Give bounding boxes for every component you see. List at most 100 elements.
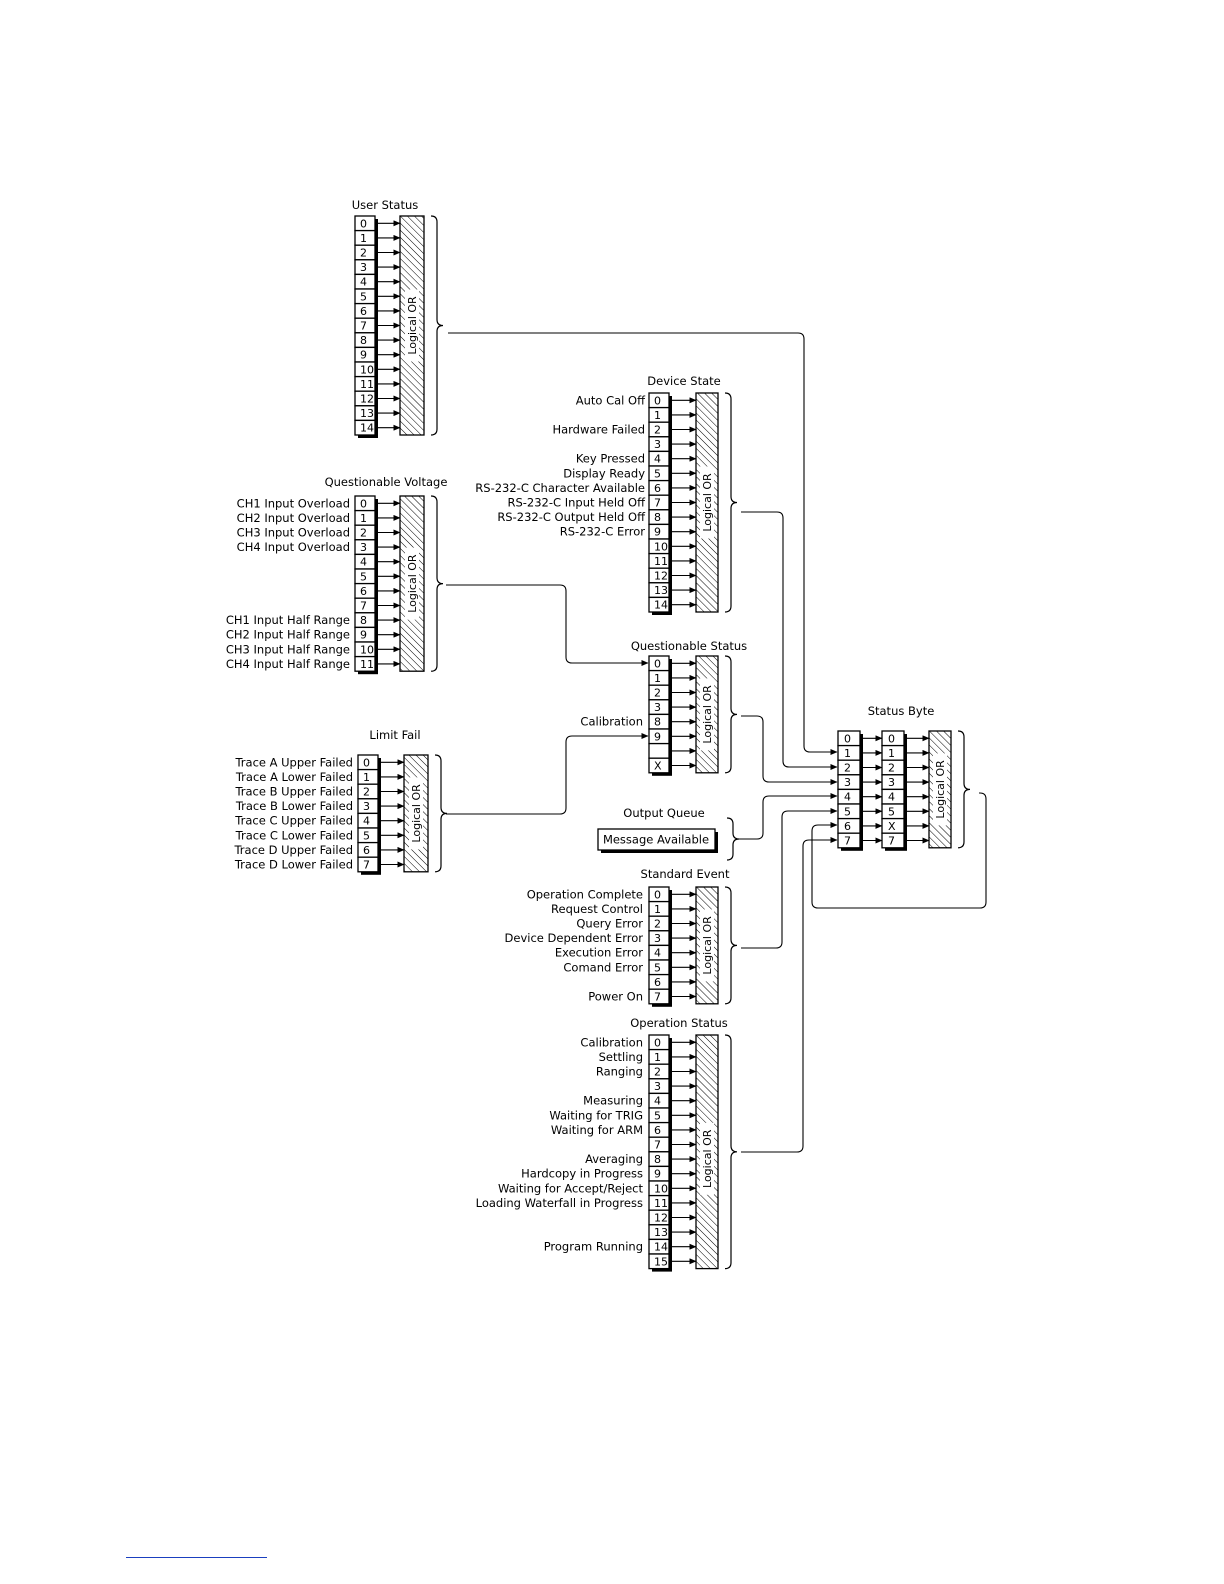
status-byte-bit: 5 <box>844 805 851 818</box>
bit-number: 5 <box>654 467 661 480</box>
bit-cell <box>648 757 670 774</box>
summary-brace <box>430 495 444 672</box>
bit-number: 13 <box>360 407 374 420</box>
status-byte-enable-bit: X <box>888 820 896 833</box>
bit-number: 7 <box>654 497 661 510</box>
bit-number: 3 <box>360 541 367 554</box>
bit-number: 9 <box>360 629 367 642</box>
bit-number: 4 <box>360 556 367 569</box>
bit-number: 1 <box>360 512 367 525</box>
bit-number: 6 <box>654 482 661 495</box>
bit-cell <box>357 856 379 873</box>
bit-label: RS-232-C Input Held Off <box>507 496 646 510</box>
bit-cell <box>354 655 376 672</box>
bit-label: Calibration <box>580 1035 643 1049</box>
message-available-label: Message Available <box>603 833 709 847</box>
bit-number: 5 <box>360 290 367 303</box>
logical-or-label: Logical OR <box>701 1129 714 1188</box>
bit-label: Hardware Failed <box>552 423 645 437</box>
bit-label: CH3 Input Half Range <box>226 642 350 656</box>
bit-number: 4 <box>654 1095 661 1108</box>
bit-label: RS-232-C Output Held Off <box>497 510 646 524</box>
bit-label: Waiting for TRIG <box>549 1108 643 1122</box>
bit-number: 1 <box>363 771 370 784</box>
bit-number: 8 <box>360 334 367 347</box>
bit-number: 0 <box>654 394 661 407</box>
bit-label: Power On <box>588 990 643 1004</box>
bit-number: 1 <box>654 409 661 422</box>
logical-or-label: Logical OR <box>701 473 714 532</box>
bit-number: 7 <box>654 991 661 1004</box>
bit-number: 3 <box>654 701 661 714</box>
bit-label: Measuring <box>583 1094 643 1108</box>
footer-rule <box>126 1557 267 1558</box>
bit-number: 10 <box>360 643 374 656</box>
bit-number: 11 <box>654 1197 668 1210</box>
bit-label: Display Ready <box>563 466 645 480</box>
bit-number: 4 <box>363 815 370 828</box>
bit-label: Waiting for Accept/Reject <box>498 1181 644 1195</box>
status-byte-bit: 7 <box>844 835 851 848</box>
bit-number: 8 <box>654 511 661 524</box>
status-byte-bit: 3 <box>844 776 851 789</box>
bit-label: Loading Waterfall in Progress <box>476 1196 643 1210</box>
operation-status-title: Operation Status <box>630 1016 728 1030</box>
bit-label: CH2 Input Overload <box>237 511 350 525</box>
bit-number: 4 <box>360 276 367 289</box>
bit-number: 9 <box>360 349 367 362</box>
bit-cell <box>648 1253 670 1270</box>
user-status-title: User Status <box>352 198 419 212</box>
logical-or-label: Logical OR <box>701 916 714 975</box>
status-byte-title: Status Byte <box>868 704 935 718</box>
bit-number: 3 <box>654 1080 661 1093</box>
logical-or-label: Logical OR <box>934 760 947 819</box>
bit-number: 2 <box>654 424 661 437</box>
bit-number: 8 <box>360 614 367 627</box>
bit-label: CH4 Input Half Range <box>226 657 350 671</box>
bit-label: Trace D Upper Failed <box>233 843 353 857</box>
bit-number: 6 <box>360 305 367 318</box>
bit-label: Program Running <box>544 1240 643 1254</box>
bit-label: Trace A Upper Failed <box>234 755 353 769</box>
bit-number: 12 <box>360 393 374 406</box>
questionable-voltage-title: Questionable Voltage <box>325 475 448 489</box>
bit-label: Hardcopy in Progress <box>521 1167 643 1181</box>
bit-number: 9 <box>654 1168 661 1181</box>
summary-brace <box>430 215 444 436</box>
output-queue: Message Available <box>597 817 740 861</box>
logical-or-label: Logical OR <box>406 554 419 613</box>
status-byte-cell <box>837 832 861 849</box>
bit-number: 10 <box>654 540 668 553</box>
bit-number: 2 <box>654 918 661 931</box>
bit-number: 1 <box>654 1051 661 1064</box>
bit-label: Trace D Lower Failed <box>234 858 353 872</box>
bit-label: Ranging <box>596 1065 643 1079</box>
bit-label: Trace A Lower Failed <box>235 770 353 784</box>
logical-or-label: Logical OR <box>701 685 714 744</box>
bit-number: 7 <box>363 859 370 872</box>
bit-number: 0 <box>360 497 367 510</box>
bit-label: Averaging <box>585 1152 643 1166</box>
summary-brace <box>724 886 738 1005</box>
bit-label: Request Control <box>551 902 643 916</box>
bit-label: CH1 Input Overload <box>237 496 350 510</box>
status-byte-bit: 2 <box>844 762 851 775</box>
bit-number: 10 <box>360 363 374 376</box>
bit-label: Comand Error <box>563 960 643 974</box>
bit-label: Execution Error <box>555 946 643 960</box>
bit-number: 5 <box>360 570 367 583</box>
bit-number: 7 <box>654 1139 661 1152</box>
bit-label: Calibration <box>580 715 643 729</box>
bit-label: Trace C Upper Failed <box>234 814 353 828</box>
bit-number: 11 <box>654 555 668 568</box>
status-byte-enable-bit: 2 <box>888 762 895 775</box>
bit-number: 7 <box>360 600 367 613</box>
bit-number: 0 <box>654 657 661 670</box>
bit-label: Auto Cal Off <box>576 393 646 407</box>
bit-number: 8 <box>654 1153 661 1166</box>
summary-brace <box>724 655 738 774</box>
